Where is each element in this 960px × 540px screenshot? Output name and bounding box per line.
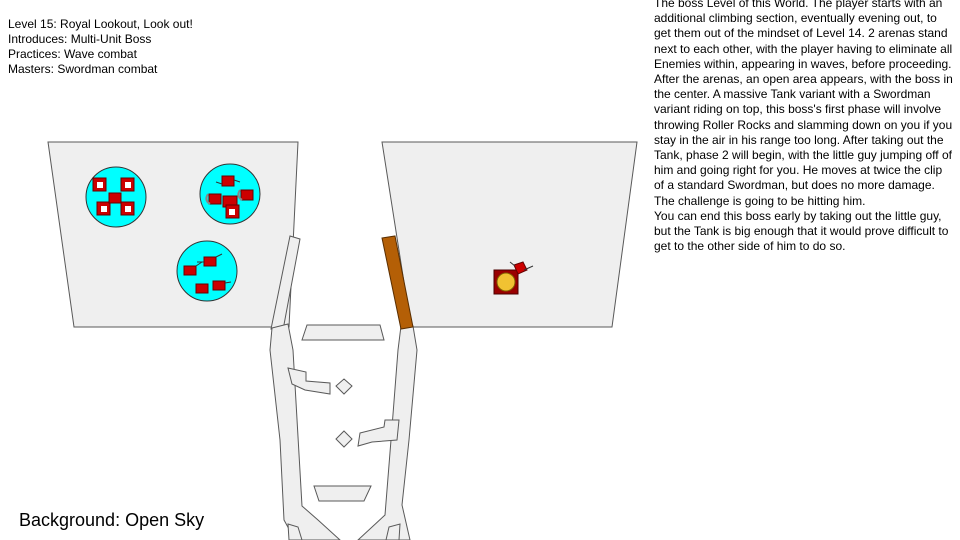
shaft-ledge-right [357, 419, 400, 447]
shaft-platform-bottom [313, 485, 372, 502]
right-climb-wall [357, 325, 418, 540]
tank-enemy-icon [240, 189, 254, 201]
shaft-diamond-upper [335, 378, 353, 395]
background-label: Background: Open Sky [19, 510, 205, 530]
description-paragraph-2: You can end this boss early by taking ou… [654, 208, 949, 254]
left-climb-wall [269, 323, 341, 540]
level-practices: Practices: Wave combat [8, 47, 137, 61]
top-ledge [301, 324, 385, 341]
shaft-ledge-left [287, 367, 331, 395]
roller-rock-thrower-icon [212, 280, 226, 291]
boss-tank-icon [493, 269, 519, 295]
level-description: The boss Level of this World. The player… [654, 0, 954, 254]
enemy-wave-circle [85, 166, 147, 228]
shaft-bottom-left-stub [287, 523, 303, 540]
roller-rock-thrower-icon [195, 283, 209, 294]
enemy-wave-circle [199, 163, 261, 225]
roller-rock-thrower-icon [183, 265, 197, 276]
tank-enemy-icon [208, 193, 222, 205]
shaft-diamond-lower [335, 430, 353, 448]
left-arena [47, 141, 299, 328]
arena-gate [381, 235, 414, 330]
description-paragraph-1: The boss Level of this World. The player… [654, 0, 953, 208]
swordman-enemy-icon [108, 192, 122, 204]
level-info: Level 15: Royal Lookout, Look out! Intro… [8, 17, 193, 77]
right-arena [381, 141, 638, 328]
level-masters: Masters: Swordman combat [8, 62, 158, 76]
shaft-bottom-right-stub [385, 523, 401, 540]
level-introduces: Introduces: Multi-Unit Boss [8, 32, 152, 46]
level-title: Level 15: Royal Lookout, Look out! [8, 17, 193, 31]
enemy-wave-circle [176, 240, 238, 302]
tank-enemy-icon [221, 175, 235, 187]
boss-swordman-icon [509, 261, 534, 275]
roller-rock-thrower-icon [203, 256, 217, 267]
